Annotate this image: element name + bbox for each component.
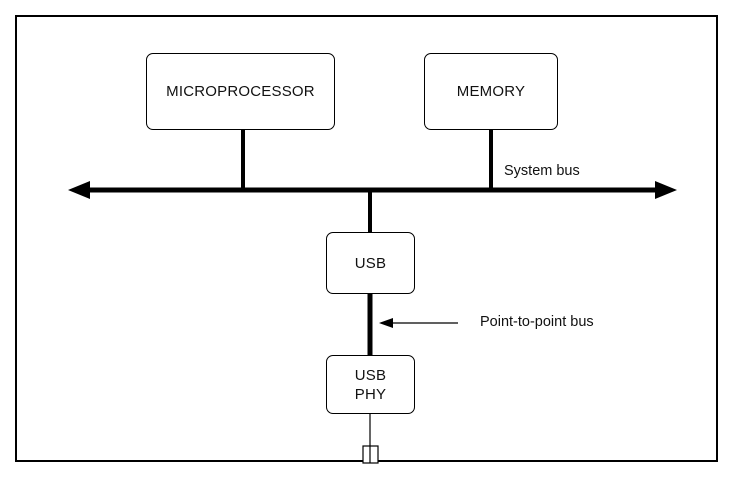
point-to-point-bus-label: Point-to-point bus (480, 314, 594, 330)
system-bus-label: System bus (504, 163, 580, 179)
microprocessor-label: MICROPROCESSOR (166, 83, 315, 100)
usb-phy-label-line1: USB (354, 366, 387, 384)
memory-label: MEMORY (456, 83, 526, 100)
memory-block: MEMORY (424, 53, 558, 130)
usb-phy-label-line2: PHY (354, 385, 387, 403)
system-bus-left-arrowhead (68, 181, 90, 199)
usb-label: USB (354, 254, 387, 272)
microprocessor-block: MICROPROCESSOR (146, 53, 335, 130)
point-to-point-pointer-arrowhead (379, 318, 393, 328)
usb-block: USB (326, 232, 415, 294)
usb-phy-block: USB PHY (326, 355, 415, 414)
system-bus-right-arrowhead (655, 181, 677, 199)
